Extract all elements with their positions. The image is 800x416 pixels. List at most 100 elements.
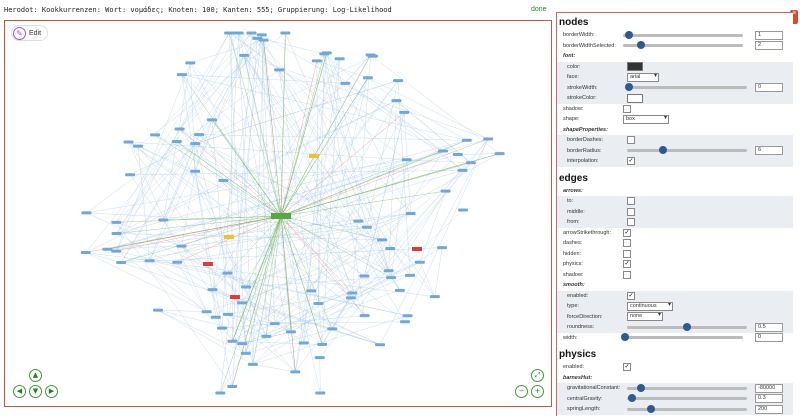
highlighted-node[interactable] <box>412 247 422 251</box>
graph-node[interactable] <box>383 269 394 273</box>
graph-node[interactable] <box>319 52 330 56</box>
graph-node[interactable] <box>429 295 440 299</box>
graph-node[interactable] <box>401 158 412 162</box>
slider-knob[interactable] <box>637 383 646 392</box>
graph-node[interactable] <box>385 247 396 251</box>
roundness-input[interactable]: 0.5 <box>755 322 783 332</box>
graph-node[interactable] <box>399 110 410 114</box>
graph-node[interactable] <box>290 370 301 374</box>
graph-node[interactable] <box>402 314 413 318</box>
width-input[interactable]: 0 <box>755 333 783 343</box>
graph-node[interactable] <box>261 334 272 338</box>
shape-select[interactable]: box <box>623 114 669 124</box>
graph-node[interactable] <box>111 220 122 224</box>
slider-knob[interactable] <box>647 404 655 413</box>
borderwidthselected-slider[interactable] <box>623 41 743 50</box>
graph-node[interactable] <box>158 218 169 222</box>
graph-node[interactable] <box>414 260 425 264</box>
graph-node[interactable] <box>153 308 164 312</box>
graph-node[interactable] <box>176 244 187 248</box>
slider-knob[interactable] <box>683 322 691 331</box>
graph-node[interactable] <box>246 31 257 35</box>
graph-node[interactable] <box>207 118 218 122</box>
graph-node[interactable] <box>465 161 476 165</box>
graph-node[interactable] <box>116 261 127 265</box>
slider-knob[interactable] <box>625 83 634 92</box>
arrowstrikethrough-checkbox[interactable]: ✓ <box>623 228 631 237</box>
slider-knob[interactable] <box>637 41 645 50</box>
springlength-slider[interactable] <box>627 404 747 413</box>
borderradius-slider[interactable] <box>627 146 747 155</box>
graph-node[interactable] <box>334 57 345 61</box>
edit-button[interactable]: ✎ Edit <box>11 25 49 41</box>
graph-node[interactable] <box>123 140 134 144</box>
graph-node[interactable] <box>404 273 415 277</box>
graph-node[interactable] <box>174 127 185 131</box>
borderdashes-checkbox[interactable] <box>627 136 635 145</box>
graph-node[interactable] <box>280 31 291 35</box>
graph-node[interactable] <box>361 225 372 229</box>
shadow-checkbox[interactable] <box>623 104 631 113</box>
graph-node[interactable] <box>393 79 404 83</box>
graph-node[interactable] <box>391 99 402 103</box>
graph-node[interactable] <box>80 251 91 255</box>
graph-node[interactable] <box>177 73 188 77</box>
graph-node[interactable] <box>237 342 248 346</box>
graph-node[interactable] <box>233 31 244 35</box>
graph-node[interactable] <box>311 59 322 63</box>
zoom-out-icon[interactable]: − <box>515 385 528 398</box>
graph-node[interactable] <box>237 301 248 305</box>
graph-node[interactable] <box>437 246 448 250</box>
slider-knob[interactable] <box>627 394 636 403</box>
network-canvas[interactable]: ✎ Edit ▲ ◀ ▼ ▶ − + ⤢ <box>4 20 552 407</box>
highlighted-node[interactable] <box>203 262 213 266</box>
graph-node[interactable] <box>274 68 285 72</box>
borderwidthselected-input[interactable]: 2 <box>755 41 783 51</box>
graph-node[interactable] <box>359 314 370 318</box>
graph-node[interactable] <box>194 133 205 137</box>
graph-node[interactable] <box>438 149 449 153</box>
graph-node[interactable] <box>386 276 397 280</box>
font-face-select[interactable]: arial <box>627 72 659 82</box>
highlighted-node[interactable] <box>230 295 240 299</box>
graph-node[interactable] <box>405 211 416 215</box>
hidden-checkbox[interactable] <box>623 249 631 258</box>
roundness-slider[interactable] <box>627 322 747 331</box>
graph-node[interactable] <box>201 310 212 314</box>
arrows-from-checkbox[interactable] <box>627 218 635 227</box>
graph-node[interactable] <box>345 296 356 300</box>
physics-checkbox[interactable]: ✓ <box>623 260 631 269</box>
graph-node[interactable] <box>394 288 405 292</box>
graph-node[interactable] <box>150 133 161 137</box>
centralgravity-input[interactable]: 0.3 <box>755 394 783 404</box>
arrow-left-icon[interactable]: ◀ <box>13 385 26 398</box>
arrow-up-icon[interactable]: ▲ <box>29 369 42 382</box>
graph-node[interactable] <box>132 144 143 148</box>
graph-node[interactable] <box>458 208 469 212</box>
arrows-to-checkbox[interactable] <box>627 197 635 206</box>
graph-node[interactable] <box>240 351 251 355</box>
graph-node[interactable] <box>190 169 201 173</box>
gravitational-slider[interactable] <box>627 383 747 392</box>
graph-node[interactable] <box>347 291 358 295</box>
graph-node[interactable] <box>227 385 238 389</box>
highlighted-node[interactable] <box>224 235 234 239</box>
borderwidth-slider[interactable] <box>623 30 743 39</box>
zoom-in-icon[interactable]: + <box>531 385 544 398</box>
graph-node[interactable] <box>365 53 376 57</box>
smooth-type-select[interactable]: continuous <box>627 301 673 311</box>
graph-node[interactable] <box>256 33 267 37</box>
graph-node[interactable] <box>457 168 468 172</box>
graph-node[interactable] <box>483 137 494 141</box>
graph-node[interactable] <box>218 179 229 183</box>
graph-node[interactable] <box>298 341 309 345</box>
graph-node[interactable] <box>227 339 238 343</box>
dashes-checkbox[interactable] <box>623 239 631 248</box>
graph-node[interactable] <box>313 302 324 306</box>
arrow-down-icon[interactable]: ▼ <box>29 385 42 398</box>
graph-node[interactable] <box>226 31 237 35</box>
width-slider[interactable] <box>621 333 743 342</box>
graph-node[interactable] <box>239 53 250 57</box>
graph-node[interactable] <box>81 211 92 215</box>
graph-node[interactable] <box>362 76 373 80</box>
